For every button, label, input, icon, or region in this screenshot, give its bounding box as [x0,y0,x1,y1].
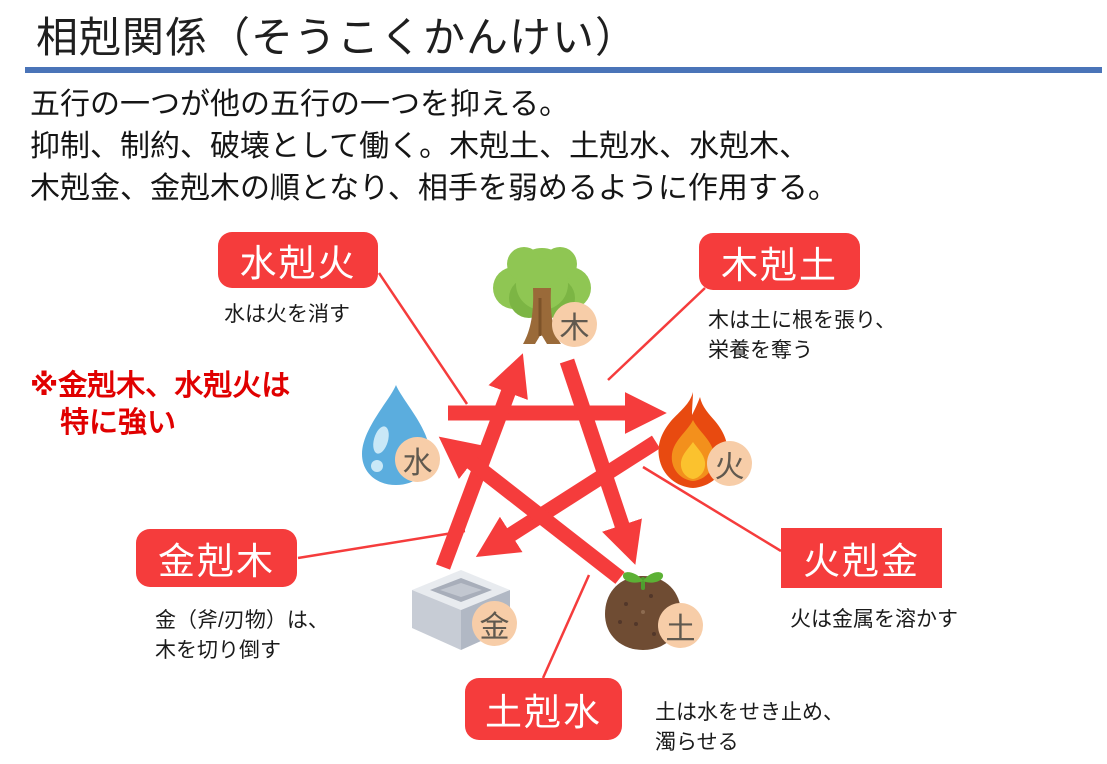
intro-line-3: 木剋金、金剋木の順となり、相手を弱めるように作用する。 [30,172,838,205]
desc-wood-overcomes-earth: 木は土に根を張り、 栄養を奪う [708,306,896,366]
desc-line: 火は金属を溶かす [790,608,958,631]
strong-relations-note: ※金剋木、水剋火は 特に強い [30,368,290,442]
desc-line: 土は水をせき止め、 [655,701,844,724]
page-title: 相剋関係（そうこくかんけい） [36,14,639,61]
desc-fire-overcomes-metal: 火は金属を溶かす [790,605,958,635]
desc-earth-overcomes-water: 土は水をせき止め、 濁らせる [655,698,844,758]
wood-kanji-badge: 木 [552,302,597,347]
desc-line: 金（斧/刃物）は、 [155,609,329,632]
metal-ingot-icon [412,570,510,650]
intro-line-2: 抑制、制約、破壊として働く。木剋土、土剋水、水剋木、 [30,130,810,163]
arrow-fire-to-metal [475,435,661,558]
note-line-2: 特に強い [60,407,177,439]
fire-kanji-badge: 火 [707,441,752,486]
intro-paragraph: 五行の一つが他の五行の一つを抑える。 抑制、制約、破壊として働く。木剋土、土剋水… [30,84,838,210]
desc-line: 木は土に根を張り、 [708,309,897,332]
label-fire-overcomes-metal: 火剋金 [781,528,942,588]
desc-metal-overcomes-wood: 金（斧/刃物）は、 木を切り倒す [155,606,329,666]
title-underline-rule [25,67,1102,73]
arrow-wood-to-earth [559,358,642,565]
water-kanji-badge: 水 [395,437,440,482]
metal-kanji-badge: 金 [472,601,517,646]
label-metal-overcomes-wood: 金剋木 [136,529,297,587]
desc-line: 木を切り倒す [155,639,281,662]
intro-line-1: 五行の一つが他の五行の一つを抑える。 [30,88,570,121]
desc-line: 濁らせる [655,731,739,754]
arrow-earth-to-water [438,436,625,584]
label-water-overcomes-fire: 水剋火 [218,232,378,288]
connector-earth-water-label [541,574,591,679]
desc-water-overcomes-fire: 水は火を消す [224,300,350,330]
label-earth-overcomes-water: 土剋水 [465,678,622,740]
wood-tree-icon [493,247,591,344]
connector-wood-earth-label [607,287,706,381]
desc-line: 栄養を奪う [708,339,813,362]
note-line-1: ※金剋木、水剋火は [30,370,291,402]
arrow-metal-to-wood [435,353,528,570]
label-wood-overcomes-earth: 木剋土 [699,233,860,290]
desc-line: 水は火を消す [224,303,350,326]
earth-kanji-badge: 土 [658,603,703,648]
connector-metal-wood-label [297,529,466,560]
